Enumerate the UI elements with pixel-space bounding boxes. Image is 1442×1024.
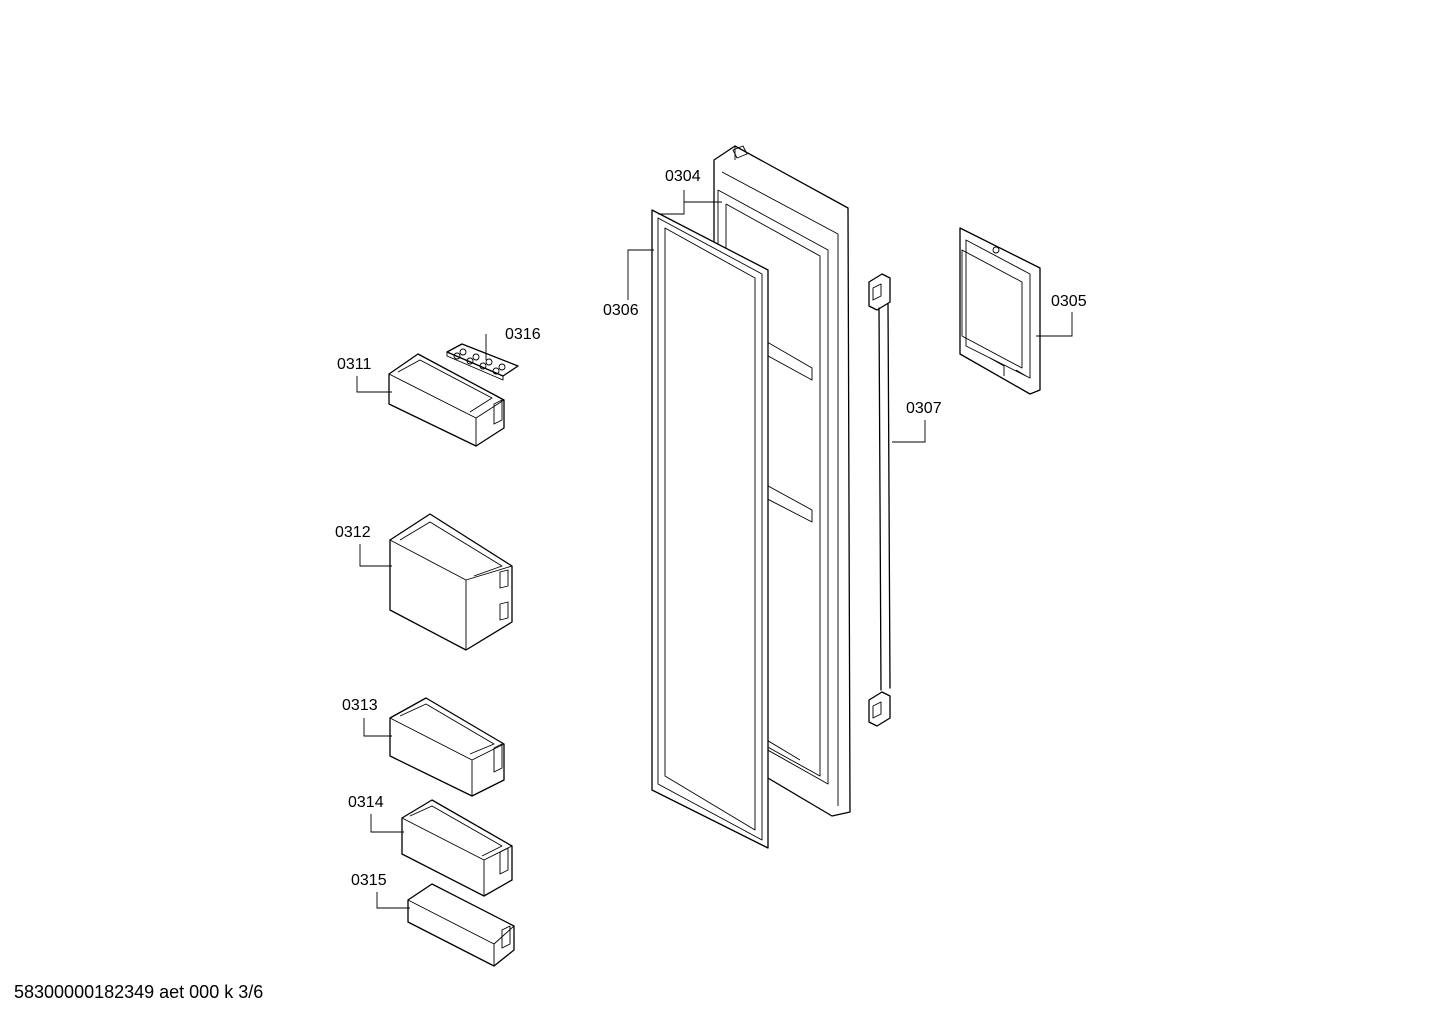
- shelf-0311-part: [388, 353, 505, 447]
- panel-part: [959, 227, 1041, 395]
- shelf-0313-part: [389, 697, 505, 797]
- egg-tray-part: [446, 343, 519, 381]
- shelf-0314-part: [401, 799, 513, 897]
- callout-0314: 0314: [348, 794, 384, 811]
- callout-0304: 0304: [665, 168, 701, 185]
- bin-0312-part: [389, 513, 513, 651]
- leader-lines: [356, 190, 1073, 909]
- document-id-footer: 58300000182349 aet 000 k 3/6: [14, 982, 264, 1002]
- callout-0311: 0311: [337, 356, 372, 373]
- shelf-0315-part: [407, 883, 515, 967]
- callout-0305: 0305: [1051, 293, 1087, 310]
- callout-0306: 0306: [603, 302, 639, 319]
- callout-0313: 0313: [342, 697, 378, 714]
- callout-0312: 0312: [335, 524, 371, 541]
- callout-0316: 0316: [505, 326, 541, 343]
- callout-0315: 0315: [351, 872, 387, 889]
- gasket-part: [651, 209, 769, 849]
- callout-0307: 0307: [906, 400, 942, 417]
- handle-part: [868, 273, 891, 727]
